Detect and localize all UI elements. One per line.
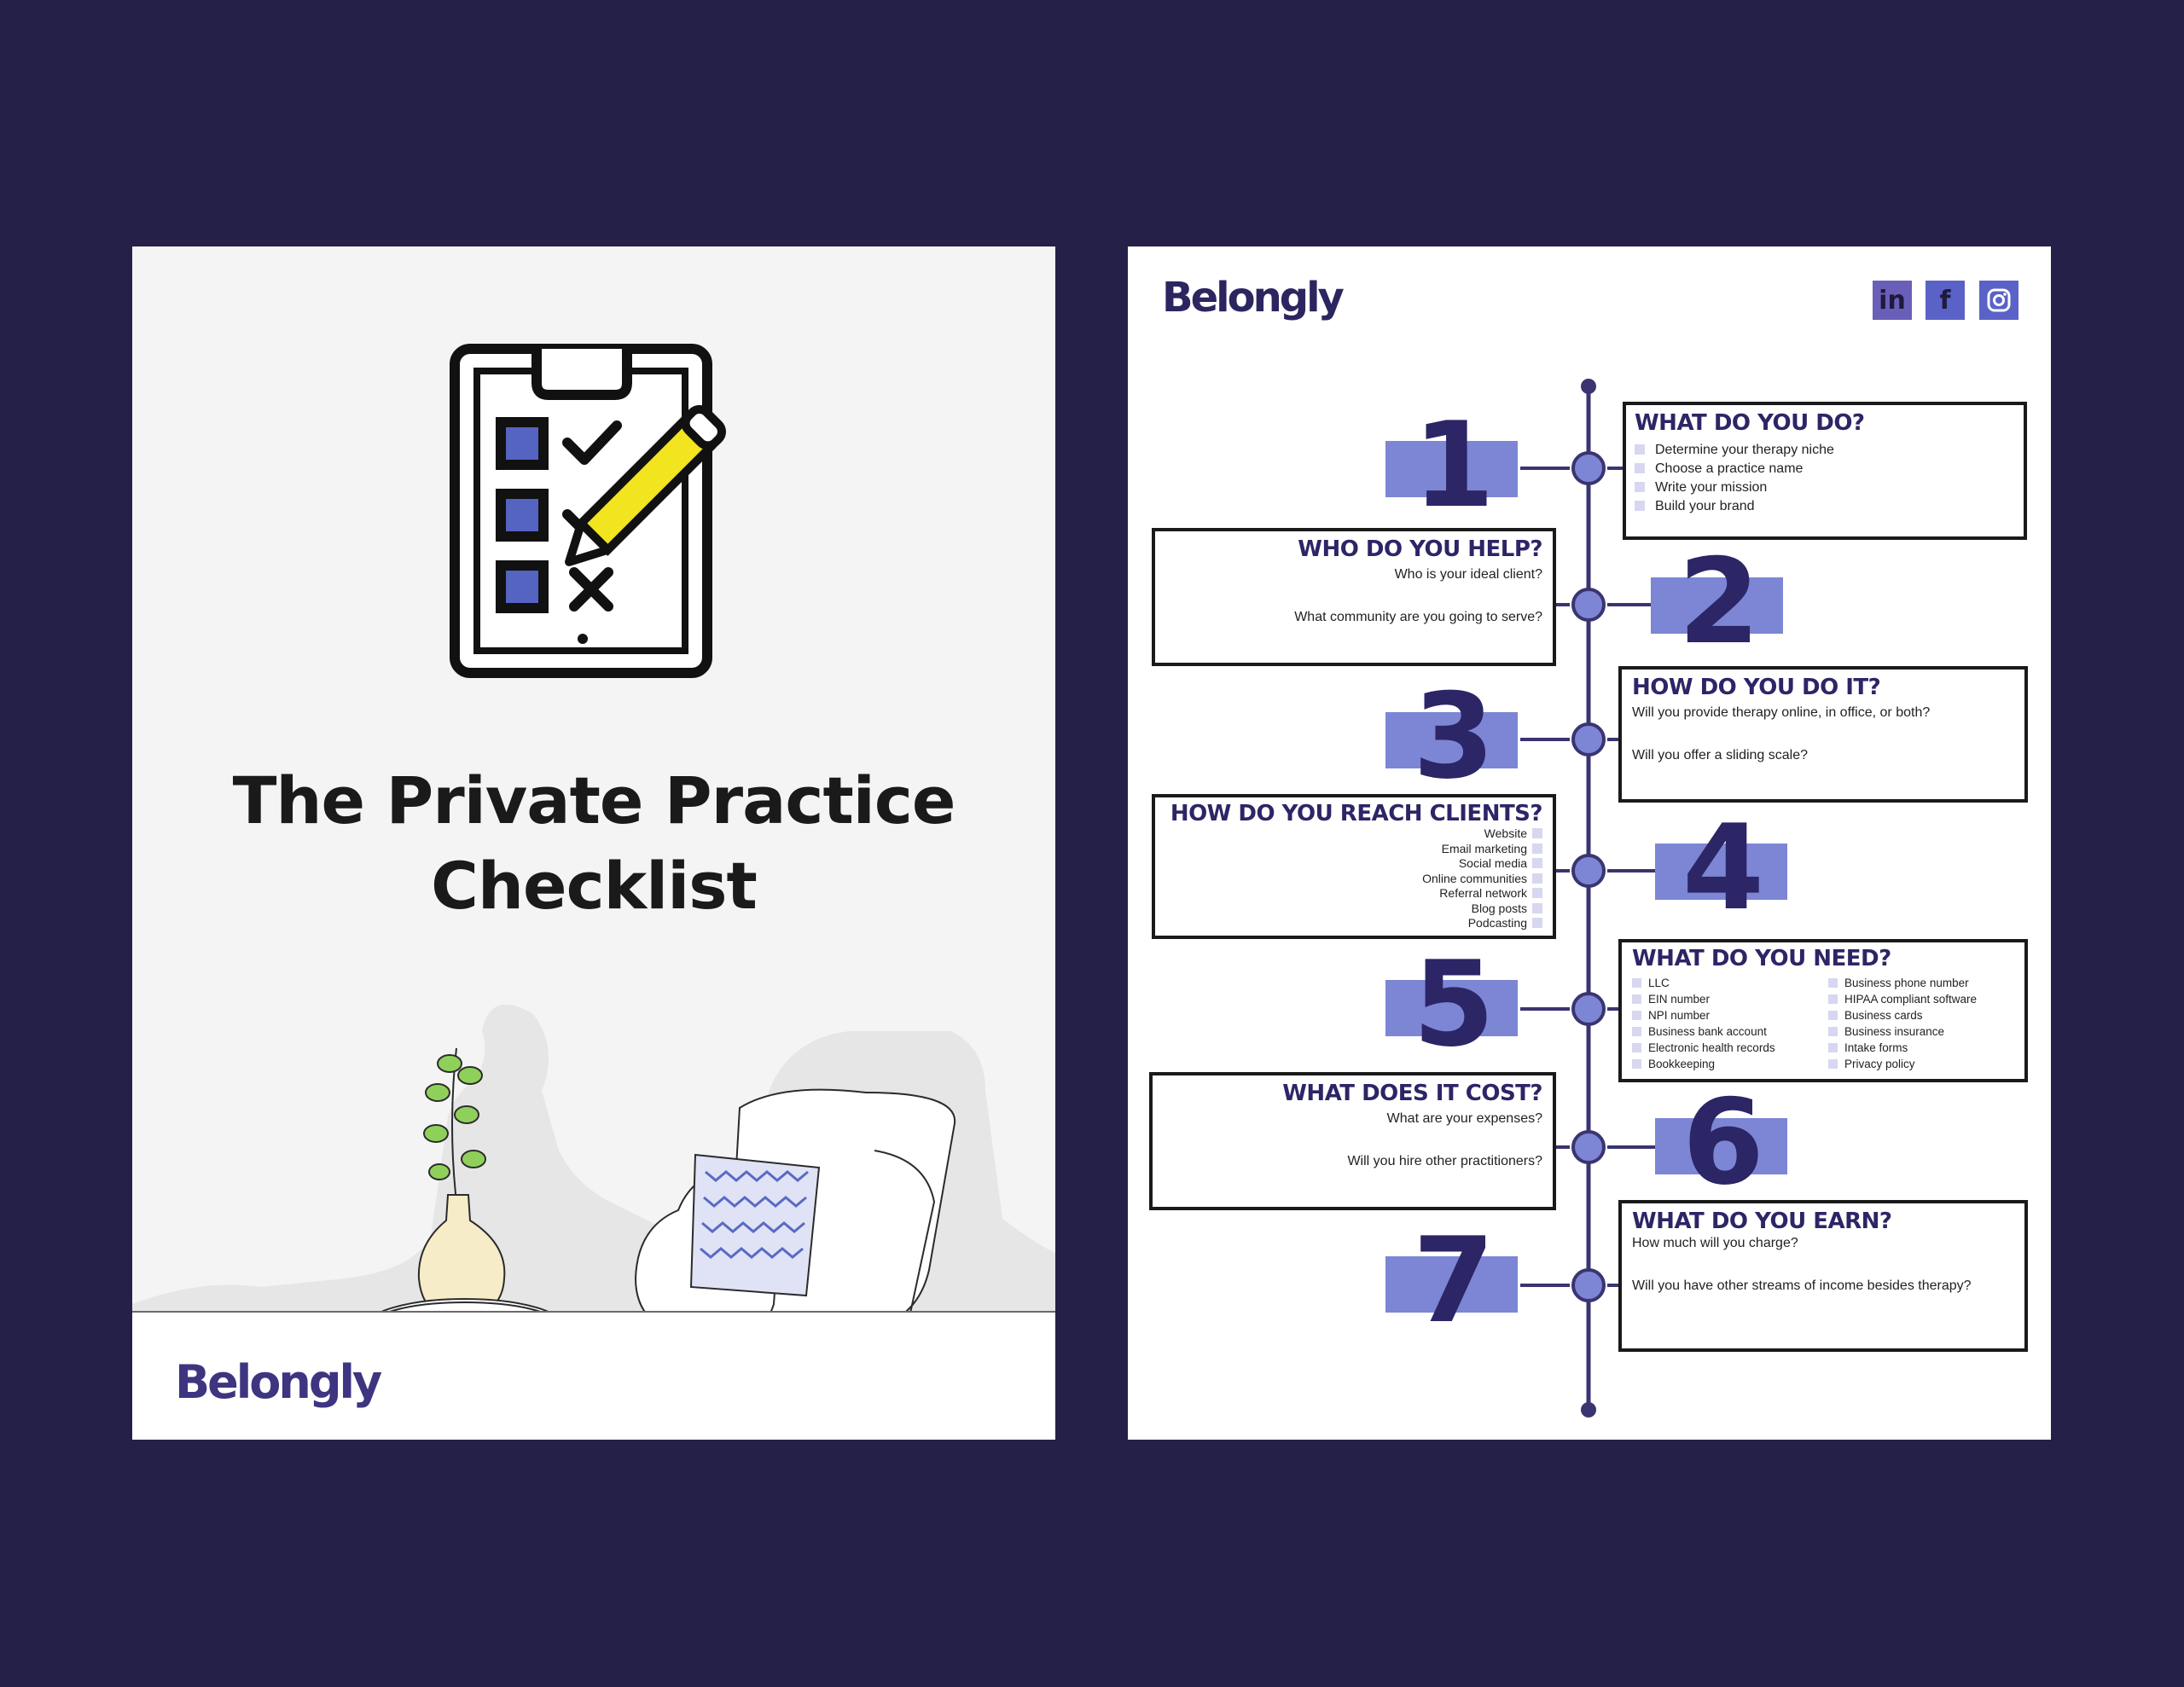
- number-bar: [1385, 980, 1518, 1036]
- checklist-item[interactable]: Build your brand: [1635, 497, 2013, 516]
- step-digit: 1: [1412, 397, 1496, 534]
- checklist-items: Website Email marketing Social media Onl…: [1165, 826, 1542, 931]
- checklist-item[interactable]: Write your mission: [1635, 478, 2013, 497]
- card-question: What community are you going to serve?: [1294, 610, 1542, 624]
- pencil-icon: [565, 405, 726, 566]
- checklist-item[interactable]: Email marketing: [1165, 842, 1542, 857]
- checklist-item[interactable]: Determine your therapy niche: [1635, 441, 2013, 460]
- step-number-4: 4: [1655, 804, 1792, 932]
- card-question: Will you have other streams of income be…: [1632, 1278, 1972, 1293]
- step-digit: 7: [1412, 1212, 1496, 1349]
- checklist-item[interactable]: NPI number: [1632, 1007, 1818, 1023]
- card-title: WHAT DO YOU NEED?: [1632, 946, 1891, 971]
- step-number-1: 1: [1385, 402, 1522, 530]
- checklist-item[interactable]: Business phone number: [1828, 975, 2014, 991]
- number-bar: [1651, 577, 1783, 634]
- checkbox-2: [496, 489, 549, 542]
- checklist-item[interactable]: HIPAA compliant software: [1828, 991, 2014, 1007]
- checklist-item[interactable]: Business cards: [1828, 1007, 2014, 1023]
- checklist-item[interactable]: Online communities: [1165, 872, 1542, 887]
- plant-icon: [423, 1047, 486, 1203]
- checklist-item[interactable]: Choose a practice name: [1635, 460, 2013, 478]
- step-digit: 3: [1412, 668, 1496, 805]
- step-number-7: 7: [1385, 1217, 1522, 1345]
- instagram-icon[interactable]: [1979, 281, 2018, 320]
- card-question: Who is your ideal client?: [1394, 567, 1542, 582]
- card-title: HOW DO YOU REACH CLIENTS?: [1170, 801, 1543, 826]
- checklist-item[interactable]: EIN number: [1632, 991, 1818, 1007]
- linkedin-icon[interactable]: in: [1873, 281, 1912, 320]
- card-title: HOW DO YOU DO IT?: [1632, 675, 1881, 700]
- checklist-item[interactable]: Podcasting: [1165, 916, 1542, 931]
- checklist-items: Determine your therapy niche Choose a pr…: [1635, 441, 2013, 516]
- card-title: WHAT DO YOU DO?: [1635, 410, 1865, 436]
- step-number-6: 6: [1655, 1079, 1792, 1207]
- cover-title: The Private Practice Checklist: [132, 758, 1055, 929]
- step-digit: 2: [1677, 533, 1761, 670]
- step-number-3: 3: [1385, 673, 1522, 801]
- brand-logo[interactable]: Belongly: [1162, 274, 1345, 322]
- checklist-column-right: Business phone number HIPAA compliant so…: [1828, 975, 2014, 1072]
- x-mark-icon: [569, 567, 613, 612]
- checklist-item[interactable]: Referral network: [1165, 886, 1542, 901]
- cushion: [689, 1153, 821, 1297]
- card-title: WHAT DOES IT COST?: [1282, 1081, 1542, 1106]
- checklist-item[interactable]: Privacy policy: [1828, 1056, 2014, 1072]
- card-who-do-you-help: WHO DO YOU HELP? Who is your ideal clien…: [1152, 528, 1556, 666]
- number-bar: [1385, 712, 1518, 768]
- number-bar: [1655, 1118, 1787, 1174]
- card-question: What are your expenses?: [1386, 1111, 1542, 1126]
- timeline-nodes: [1571, 451, 1606, 1302]
- step-digit: 5: [1412, 936, 1496, 1073]
- check-mark-icon: [562, 420, 622, 465]
- card-what-do-you-earn: WHAT DO YOU EARN? How much will you char…: [1618, 1200, 2028, 1352]
- card-question: Will you provide therapy online, in offi…: [1632, 705, 1931, 720]
- checklist-page: Belongly in f: [1128, 246, 2051, 1440]
- step-number-2: 2: [1651, 538, 1787, 666]
- cover-page: The Private Practice Checklist: [132, 246, 1055, 1440]
- step-digit: 4: [1682, 799, 1765, 936]
- card-what-do-you-do: WHAT DO YOU DO? Determine your therapy n…: [1623, 402, 2027, 540]
- cover-title-line-2: Checklist: [431, 848, 758, 924]
- cover-logo[interactable]: Belongly: [175, 1355, 382, 1409]
- number-bar: [1385, 441, 1518, 497]
- checklist-item[interactable]: Business bank account: [1632, 1023, 1818, 1040]
- card-how-do-you-reach-clients: HOW DO YOU REACH CLIENTS? Website Email …: [1152, 794, 1556, 939]
- card-what-do-you-need: WHAT DO YOU NEED? LLC EIN number NPI num…: [1618, 939, 2028, 1082]
- checklist-item[interactable]: Electronic health records: [1632, 1040, 1818, 1056]
- card-how-do-you-do-it: HOW DO YOU DO IT? Will you provide thera…: [1618, 666, 2028, 803]
- card-question: Will you hire other practitioners?: [1347, 1154, 1542, 1168]
- checklist-item[interactable]: Website: [1165, 826, 1542, 842]
- card-question: How much will you charge?: [1632, 1236, 1798, 1250]
- checklist-item[interactable]: Business insurance: [1828, 1023, 2014, 1040]
- card-title: WHO DO YOU HELP?: [1298, 536, 1542, 562]
- clipboard-checklist-icon: [450, 344, 726, 678]
- checklist-item[interactable]: Social media: [1165, 856, 1542, 872]
- checklist-columns: LLC EIN number NPI number Business bank …: [1632, 975, 2014, 1072]
- card-what-does-it-cost: WHAT DOES IT COST? What are your expense…: [1149, 1072, 1556, 1210]
- number-bar: [1655, 844, 1787, 900]
- card-question: Will you offer a sliding scale?: [1632, 748, 1809, 762]
- number-bar: [1385, 1256, 1518, 1313]
- checklist-item[interactable]: LLC: [1632, 975, 1818, 991]
- checklist-item[interactable]: Intake forms: [1828, 1040, 2014, 1056]
- step-digit: 6: [1682, 1074, 1765, 1211]
- cover-title-line-1: The Private Practice: [232, 762, 956, 838]
- checklist-column-left: LLC EIN number NPI number Business bank …: [1632, 975, 1818, 1072]
- checkbox-3: [496, 560, 549, 613]
- checkbox-1: [496, 417, 549, 470]
- checklist-item[interactable]: Bookkeeping: [1632, 1056, 1818, 1072]
- floor: [132, 1311, 1055, 1440]
- instagram-glyph: [1987, 288, 2011, 312]
- checklist-item[interactable]: Blog posts: [1165, 901, 1542, 917]
- step-number-5: 5: [1385, 941, 1522, 1069]
- card-title: WHAT DO YOU EARN?: [1632, 1209, 1892, 1234]
- facebook-icon[interactable]: f: [1926, 281, 1965, 320]
